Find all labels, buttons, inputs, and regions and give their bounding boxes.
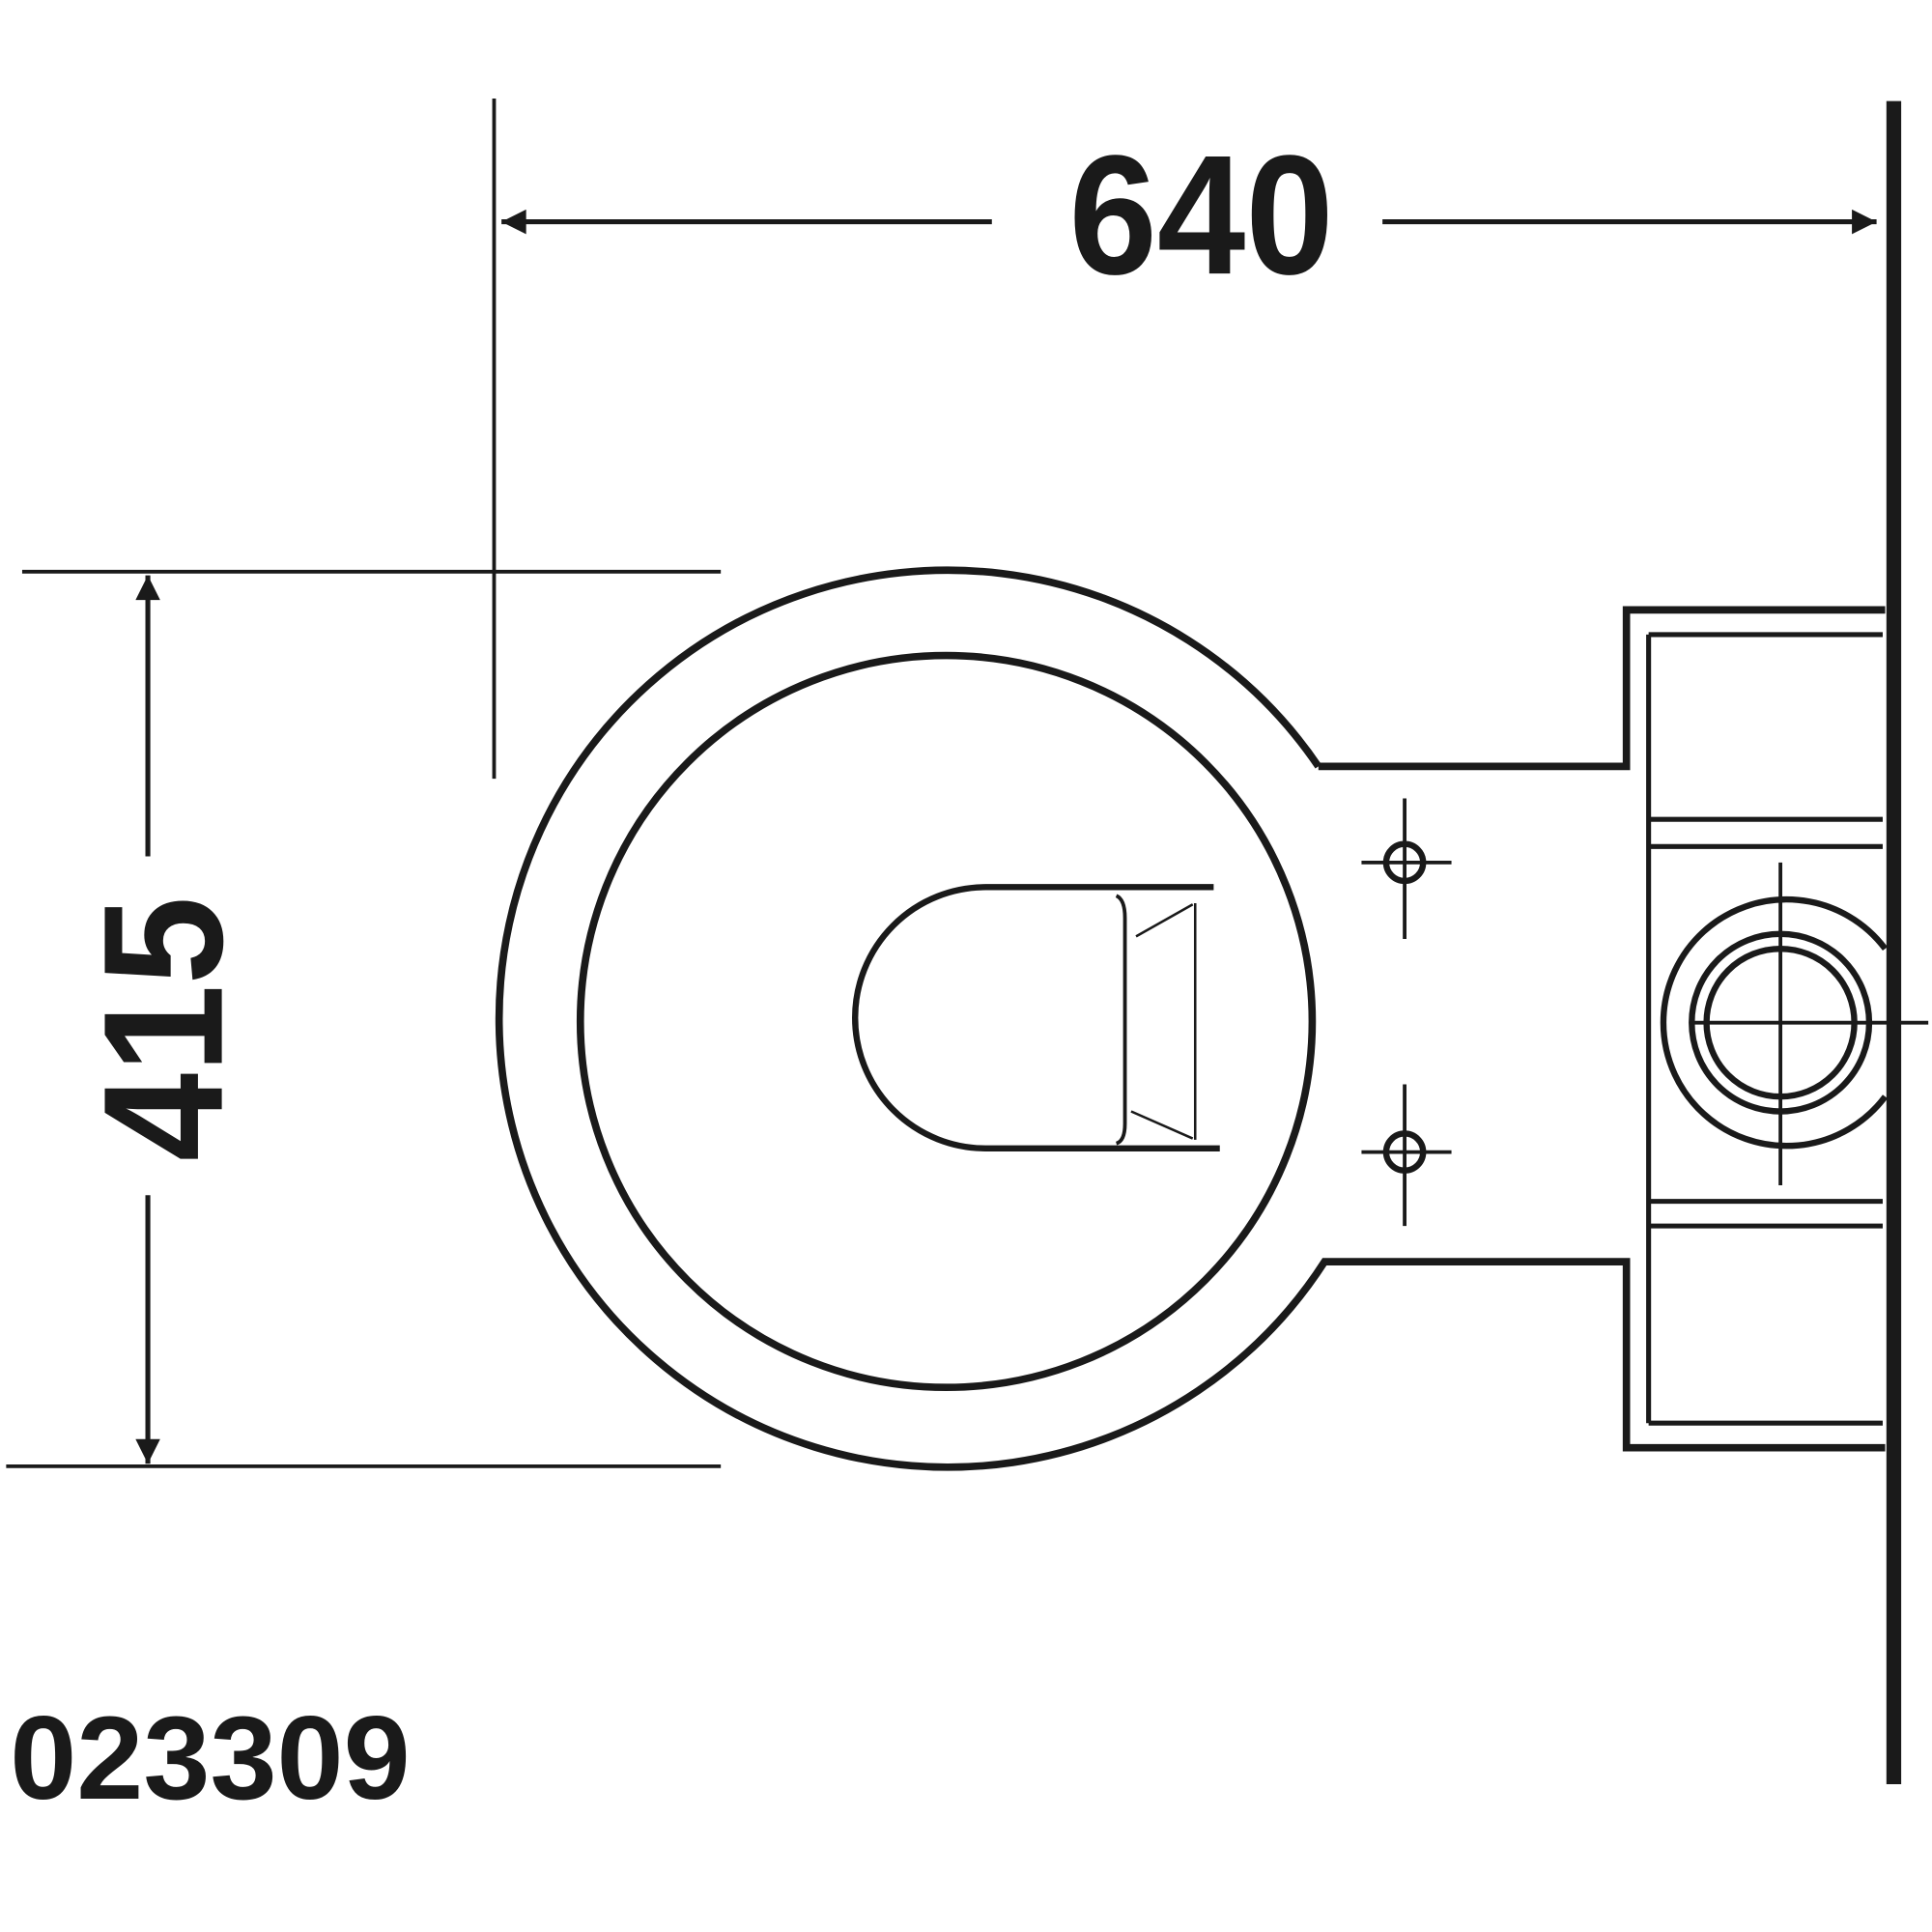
bowl-inner-rim [576, 651, 1317, 1392]
bolt-hole-top [1361, 798, 1452, 939]
width-dimension-label: 640 [1069, 121, 1334, 310]
height-dimension-label: 415 [70, 896, 259, 1161]
cistern-mount [1646, 632, 1883, 1426]
article-number: 023309 [10, 1691, 411, 1824]
bolt-hole-bottom [1361, 1084, 1452, 1227]
bowl-opening [852, 884, 1220, 1151]
bowl-outline [495, 566, 1886, 1471]
drain-pipe [1660, 862, 1929, 1186]
